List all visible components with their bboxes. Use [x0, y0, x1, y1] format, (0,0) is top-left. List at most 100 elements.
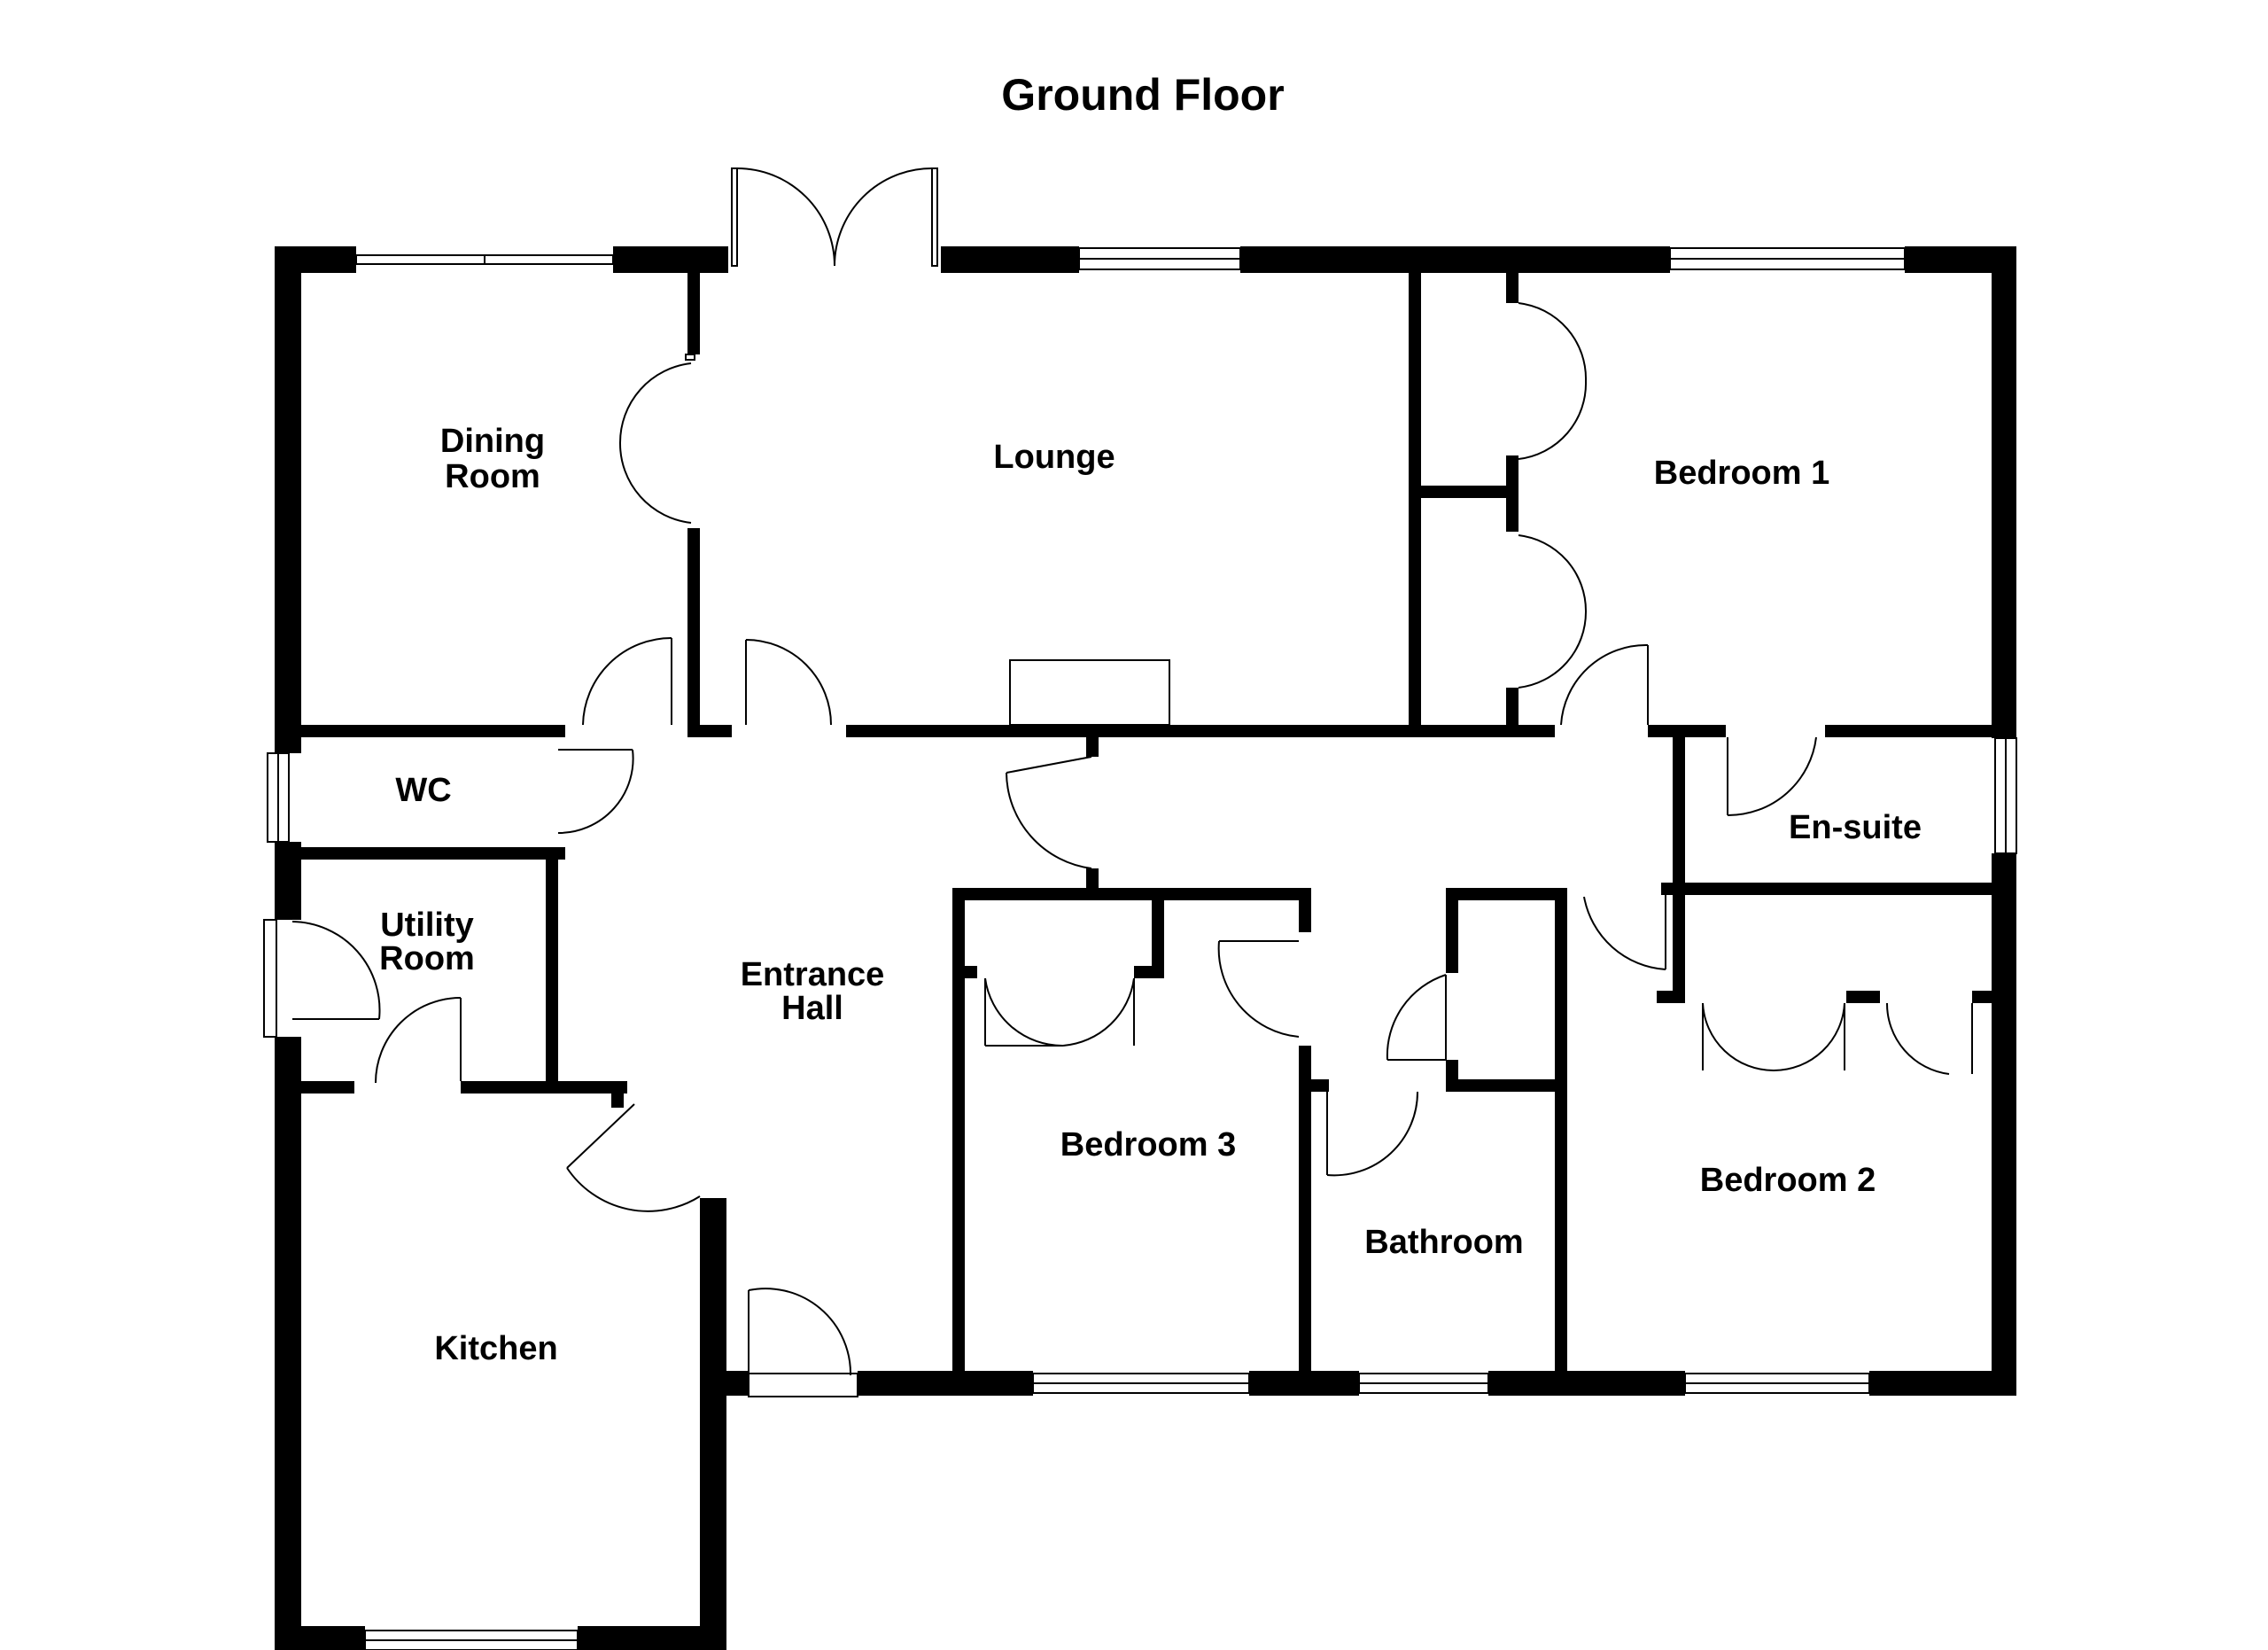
wall-b1-wardrobe-a	[1506, 246, 1518, 303]
wall-outer-right-low	[1992, 853, 2016, 1396]
door-wc	[557, 749, 634, 835]
wall-utility-right	[546, 847, 558, 1094]
wall-wc-bottom	[299, 847, 565, 860]
walls	[275, 246, 2016, 1650]
window-lounge	[1078, 247, 1241, 270]
door-utility-kitchen	[375, 997, 462, 1084]
fireplace	[1009, 659, 1170, 726]
wall-dining-bottom-stub	[687, 725, 732, 737]
door-bedroom1	[1560, 643, 1649, 726]
wall-bathroom-closet-stub	[1446, 1060, 1458, 1092]
door-dining-hall	[582, 637, 672, 726]
wall-kitchen-top	[299, 1081, 354, 1094]
wall-hall-post-b	[1086, 868, 1099, 888]
door-b2-wardrobe-2	[1885, 1002, 1973, 1075]
wall-bottom-d	[1869, 1371, 2016, 1396]
label-ensuite: En-suite	[1789, 809, 1922, 846]
wall-kitchen-bottom-a	[275, 1626, 365, 1650]
wall-top-left	[275, 246, 356, 273]
wall-top-lounge-a	[941, 246, 1079, 273]
wall-b2-hall-stub	[1661, 883, 1685, 895]
wall-lounge-bottom	[846, 725, 1555, 737]
door-bathroom-closet	[1386, 974, 1447, 1061]
wall-ensuite-bottom	[1673, 883, 2016, 895]
door-bedroom3	[1217, 940, 1300, 1038]
label-entrance-line2: Hall	[781, 990, 843, 1027]
wall-kitchen-right	[700, 1198, 726, 1650]
door-ensuite	[1727, 736, 1817, 817]
label-bedroom3: Bedroom 3	[1060, 1126, 1236, 1164]
wall-top-dining-right	[613, 246, 728, 273]
wall-outer-right-top	[1992, 246, 2016, 738]
wall-bathroom-closet-top	[1446, 888, 1561, 900]
wall-kitchen-top-b	[461, 1081, 627, 1094]
wall-b2-ward-mid	[1846, 991, 1880, 1003]
wall-top-lounge-b	[1240, 246, 1670, 273]
wall-dining-lounge-b	[687, 528, 700, 734]
wall-lounge-bedroom1	[1409, 246, 1421, 737]
wall-bedroom1-bottom-b	[1825, 725, 2016, 737]
wall-bedroom3-left	[952, 888, 965, 1384]
door-b1-wardrobe-2	[1518, 534, 1588, 689]
window-bedroom2	[1684, 1373, 1870, 1394]
wall-bottom-c	[1488, 1371, 1685, 1396]
wall-bathroom-left-stub	[1311, 1079, 1329, 1092]
window-ensuite	[1994, 737, 2017, 854]
wall-bottom-a	[858, 1371, 1033, 1396]
wall-outer-left-low	[275, 1037, 301, 1650]
label-kitchen: Kitchen	[434, 1330, 557, 1367]
wall-wc-top	[299, 725, 565, 737]
wall-b1-wardrobe-c	[1506, 688, 1518, 737]
door-kitchen-hall	[566, 1103, 701, 1212]
door-b1-wardrobe-1	[1518, 302, 1588, 460]
door-bathroom	[1326, 1091, 1419, 1177]
label-bedroom1: Bedroom 1	[1654, 455, 1829, 492]
wall-bathroom-closet-bottom	[1446, 1079, 1561, 1092]
wall-b1-wardrobe-b	[1506, 455, 1518, 532]
door-front	[748, 1288, 858, 1397]
window-bedroom1	[1669, 247, 1906, 270]
label-bedroom2: Bedroom 2	[1700, 1162, 1876, 1199]
door-lounge-hall	[745, 639, 832, 726]
label-bathroom: Bathroom	[1364, 1224, 1523, 1261]
label-entrance-line1: Entrance	[741, 956, 885, 993]
wall-bedroom3-right-b	[1299, 1046, 1311, 1382]
wall-b1-wardrobe-mid	[1421, 486, 1518, 498]
window-bathroom	[1358, 1373, 1489, 1394]
wall-bedroom2-left	[1673, 883, 1685, 1002]
windows	[267, 247, 2017, 1650]
wall-outer-left-top	[275, 246, 301, 753]
label-wc: WC	[395, 772, 451, 809]
door-lounge-french	[731, 167, 938, 267]
wall-b3-ward-left	[952, 966, 977, 978]
room-labels: Dining Room Lounge Bedroom 1 WC En-suite…	[379, 423, 1922, 1367]
wall-b3-ward-bottom	[1134, 966, 1164, 978]
door-dining-lounge	[618, 354, 695, 524]
wall-bathroom-closet-left	[1446, 888, 1458, 973]
door-bedroom2	[1583, 895, 1666, 970]
door-hall-corridor	[1006, 756, 1092, 869]
wall-b3-ward-right	[1152, 888, 1164, 977]
window-bedroom3	[1032, 1373, 1250, 1394]
label-dining-line2: Room	[445, 458, 540, 495]
wall-hall-post	[1086, 737, 1099, 757]
wall-b2-ward-right	[1972, 991, 1992, 1003]
door-utility-external	[263, 919, 381, 1038]
label-utility-line1: Utility	[380, 907, 474, 944]
label-dining-line1: Dining	[440, 423, 545, 460]
door-b3-wardrobe	[984, 977, 1135, 1047]
wall-bedroom2-divide	[1657, 991, 1685, 1003]
plan-title: Ground Floor	[1001, 70, 1284, 120]
wall-outer-left-mid	[275, 842, 301, 920]
window-dining-sliding	[355, 254, 614, 265]
wall-bedroom3-right	[1299, 888, 1311, 932]
wall-kitchen-diag	[611, 1081, 624, 1108]
wall-dining-lounge-a	[687, 246, 700, 354]
wall-hall-b1-jamb	[1648, 725, 1683, 737]
wall-bathroom-right	[1555, 888, 1567, 1384]
window-kitchen	[364, 1630, 579, 1650]
doors	[263, 167, 1973, 1397]
wall-bedroom3-top	[952, 888, 1311, 900]
wall-lounge-bottom-b	[1433, 725, 1549, 737]
